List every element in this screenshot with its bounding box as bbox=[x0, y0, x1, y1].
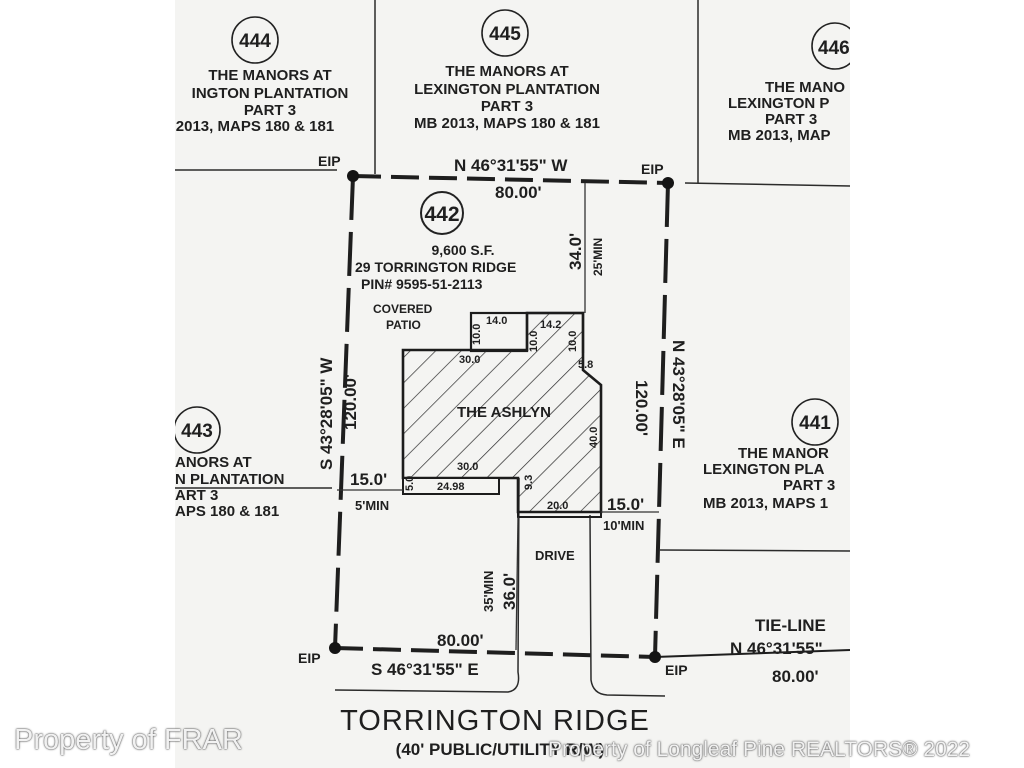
drive-label: DRIVE bbox=[535, 548, 575, 563]
west-bearing: S 43°28'05" W bbox=[317, 357, 336, 470]
covered-patio-label-1: COVERED bbox=[373, 302, 433, 316]
lot-443-line3: ART 3 bbox=[175, 487, 218, 504]
lot-443-line2: N PLANTATION bbox=[175, 471, 284, 488]
lot-441-number: 441 bbox=[799, 413, 831, 434]
left-setback-distance: 15.0' bbox=[350, 470, 387, 489]
watermark-right: Property of Longleaf Pine REALTORS® 2022 bbox=[548, 738, 971, 761]
tie-line-distance: 80.00' bbox=[772, 667, 819, 686]
covered-patio-label-2: PATIO bbox=[386, 318, 421, 332]
lot-446-line1: THE MANO bbox=[765, 79, 845, 96]
rear-setback-distance: 34.0' bbox=[566, 233, 585, 270]
lot-445-number: 445 bbox=[489, 24, 521, 45]
lot-441-line4: MB 2013, MAPS 1 bbox=[703, 495, 828, 512]
lot-441-line1: THE MANOR bbox=[738, 445, 829, 462]
dim-bump-width: 14.2 bbox=[540, 319, 561, 331]
lot-444-number: 444 bbox=[239, 31, 271, 52]
front-setback-distance: 36.0' bbox=[500, 573, 519, 610]
house-name: THE ASHLYN bbox=[457, 404, 551, 421]
dim-garage: 20.0 bbox=[547, 500, 568, 512]
street-name: TORRINGTON RIDGE bbox=[340, 705, 650, 737]
lot-443-number: 443 bbox=[181, 421, 213, 442]
dim-inner: 9.3 bbox=[523, 475, 535, 490]
lot-446-number: 446 bbox=[818, 38, 850, 59]
lot-445-line2: LEXINGTON PLANTATION bbox=[414, 81, 600, 98]
lot-441-line2: LEXINGTON PLA bbox=[703, 461, 825, 478]
neighbor-lot-lines bbox=[175, 0, 850, 552]
plat-drawing: 444 THE MANORS AT INGTON PLANTATION PART… bbox=[175, 0, 850, 759]
subject-lot-circle bbox=[420, 191, 464, 235]
eip-label-se: EIP bbox=[665, 662, 688, 678]
lot-445-line4: MB 2013, MAPS 180 & 181 bbox=[414, 115, 600, 132]
east-bearing: N 43°28'05" E bbox=[669, 340, 688, 449]
tie-line-label: TIE-LINE bbox=[755, 616, 826, 635]
subject-lot-number: 442 bbox=[424, 203, 459, 226]
right-setback-distance: 15.0' bbox=[607, 495, 644, 514]
lot-444-line2: INGTON PLANTATION bbox=[192, 85, 349, 102]
east-distance: 120.00' bbox=[632, 380, 651, 436]
lot-444-line3: PART 3 bbox=[244, 102, 296, 119]
lot-445-line3: PART 3 bbox=[481, 98, 533, 115]
dim-patio-width: 14.0 bbox=[486, 315, 507, 327]
right-of-way-lines bbox=[334, 477, 666, 697]
south-distance: 80.00' bbox=[437, 631, 484, 650]
subject-pin: PIN# 9595-51-2113 bbox=[361, 276, 483, 292]
front-porch bbox=[402, 477, 500, 495]
west-distance: 120.00' bbox=[341, 374, 360, 430]
lot-446-line4: MB 2013, MAP bbox=[728, 127, 831, 144]
lot-444-line1: THE MANORS AT bbox=[208, 67, 331, 84]
left-setback-label: 5'MIN bbox=[355, 498, 389, 513]
dim-bump-depth-2: 10.0 bbox=[567, 331, 579, 352]
lot-444-line4: 2013, MAPS 180 & 181 bbox=[176, 118, 334, 135]
lot-441-line3: PART 3 bbox=[783, 477, 835, 494]
dim-left-short: 5.0 bbox=[404, 476, 416, 491]
lot-446-line2: LEXINGTON P bbox=[728, 95, 829, 112]
plat-map: 444 THE MANORS AT INGTON PLANTATION PART… bbox=[175, 0, 850, 768]
dim-patio-depth: 10.0 bbox=[471, 324, 483, 345]
eip-label-nw: EIP bbox=[318, 153, 341, 169]
lot-443-line1: ANORS AT bbox=[175, 454, 252, 471]
dim-bottom-left: 30.0 bbox=[457, 461, 478, 473]
subject-area: 9,600 S.F. bbox=[431, 242, 494, 258]
tie-line-bearing: N 46°31'55" bbox=[730, 639, 823, 658]
north-distance: 80.00' bbox=[495, 183, 542, 202]
dim-bump-depth-1: 10.0 bbox=[528, 331, 540, 352]
lot-number-circles bbox=[175, 9, 850, 454]
lot-boundary bbox=[333, 174, 850, 659]
garage-front bbox=[517, 511, 602, 518]
subject-address: 29 TORRINGTON RIDGE bbox=[355, 259, 516, 275]
south-bearing: S 46°31'55" E bbox=[371, 660, 479, 679]
north-bearing: N 46°31'55" W bbox=[454, 156, 568, 175]
watermark-left: Property of FRAR bbox=[14, 724, 243, 756]
dim-right-short: 5.8 bbox=[578, 359, 593, 371]
iron-pipe-markers bbox=[329, 170, 674, 663]
right-setback-label: 10'MIN bbox=[603, 518, 644, 533]
dim-top: 30.0 bbox=[459, 354, 480, 366]
lot-443-line4: APS 180 & 181 bbox=[175, 503, 279, 520]
lot-445-line1: THE MANORS AT bbox=[445, 63, 568, 80]
rear-setback-label: 25'MIN bbox=[591, 238, 605, 276]
street-row: (40' PUBLIC/UTILITY R/W) bbox=[396, 740, 605, 759]
setback-lines bbox=[337, 183, 659, 651]
front-setback-label: 35'MIN bbox=[481, 571, 496, 612]
dim-right: 40.0 bbox=[588, 427, 600, 448]
dim-porch: 24.98 bbox=[437, 481, 465, 493]
lot-446-line3: PART 3 bbox=[765, 111, 817, 128]
eip-label-ne: EIP bbox=[641, 161, 664, 177]
eip-label-sw: EIP bbox=[298, 650, 321, 666]
